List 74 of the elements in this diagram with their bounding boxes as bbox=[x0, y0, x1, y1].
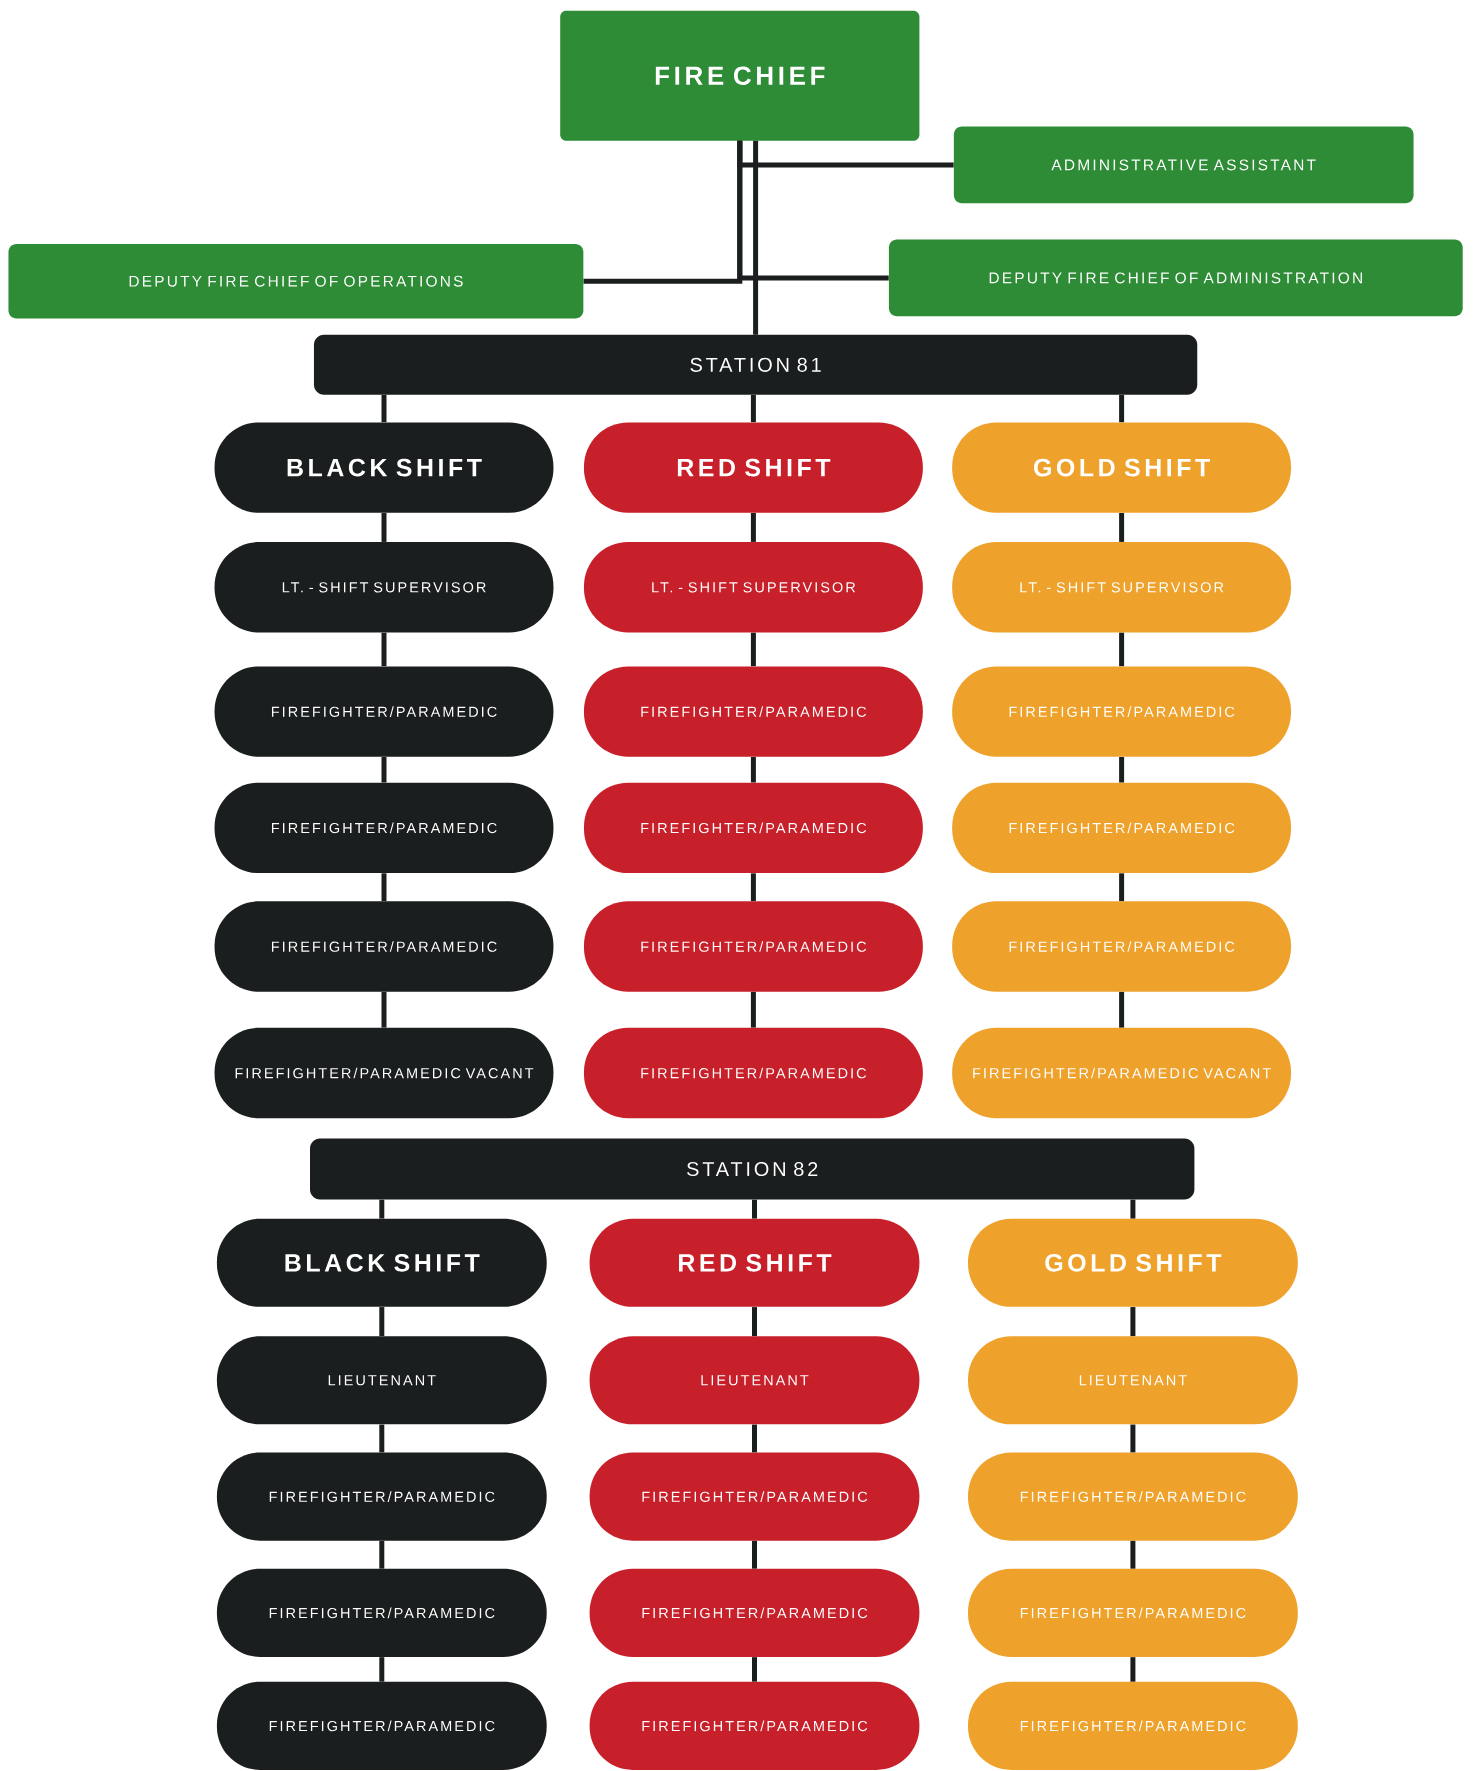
connector-line bbox=[381, 757, 387, 783]
connector-line bbox=[381, 394, 387, 423]
role-box: LT. - SHIFT SUPERVISOR bbox=[952, 542, 1292, 633]
connector-line bbox=[379, 1307, 385, 1337]
role-box: DEPUTY FIRE CHIEF OF OPERATIONS bbox=[8, 243, 584, 319]
connector-line bbox=[1119, 394, 1125, 423]
role-box: FIREFIGHTER/PARAMEDIC bbox=[583, 666, 923, 757]
connector-line bbox=[381, 873, 387, 902]
shift-box: BLACK SHIFT bbox=[216, 1218, 547, 1307]
role-box: FIREFIGHTER/PARAMEDIC bbox=[589, 1681, 920, 1770]
connector-line bbox=[1119, 757, 1125, 783]
role-box: FIREFIGHTER/PARAMEDIC bbox=[216, 1681, 547, 1770]
role-box: LT. - SHIFT SUPERVISOR bbox=[214, 542, 554, 633]
role-box: FIREFIGHTER/PARAMEDIC VACANT bbox=[214, 1027, 554, 1119]
role-box: FIREFIGHTER/PARAMEDIC bbox=[214, 666, 554, 757]
connector-line bbox=[379, 1540, 385, 1569]
role-box: FIREFIGHTER/PARAMEDIC bbox=[216, 1568, 547, 1657]
role-box: FIREFIGHTER/PARAMEDIC bbox=[216, 1452, 547, 1541]
station-bar: STATION 82 bbox=[310, 1138, 1195, 1200]
connector-line bbox=[1130, 1424, 1136, 1453]
role-box: ADMINISTRATIVE ASSISTANT bbox=[953, 126, 1414, 204]
shift-box: RED SHIFT bbox=[583, 422, 923, 513]
connector-line bbox=[381, 632, 387, 667]
connector-line bbox=[750, 394, 756, 423]
role-box: FIREFIGHTER/PARAMEDIC bbox=[589, 1568, 920, 1657]
role-box: FIREFIGHTER/PARAMEDIC bbox=[583, 901, 923, 992]
connector-line bbox=[1130, 1540, 1136, 1569]
connector-line bbox=[752, 1657, 757, 1682]
role-box: FIREFIGHTER/PARAMEDIC bbox=[952, 666, 1292, 757]
role-box: LIEUTENANT bbox=[216, 1336, 547, 1425]
role-box: FIREFIGHTER/PARAMEDIC bbox=[214, 782, 554, 874]
shift-box: BLACK SHIFT bbox=[214, 422, 554, 513]
connector-line bbox=[1119, 991, 1125, 1028]
role-box: FIREFIGHTER/PARAMEDIC bbox=[214, 901, 554, 992]
role-box: DEPUTY FIRE CHIEF OF ADMINISTRATION bbox=[888, 239, 1463, 317]
role-box: FIREFIGHTER/PARAMEDIC bbox=[583, 1027, 923, 1119]
connector-line bbox=[750, 513, 756, 542]
connector-line bbox=[737, 140, 889, 281]
connector-line bbox=[379, 1424, 385, 1453]
role-box: FIREFIGHTER/PARAMEDIC bbox=[952, 901, 1292, 992]
role-box: LIEUTENANT bbox=[968, 1336, 1298, 1425]
station-bar: STATION 81 bbox=[313, 334, 1198, 395]
connector-line bbox=[381, 991, 387, 1028]
connector-line bbox=[753, 140, 759, 335]
connector-line bbox=[750, 632, 756, 667]
role-box: FIREFIGHTER/PARAMEDIC bbox=[968, 1568, 1298, 1657]
title-box: FIRE CHIEF bbox=[560, 10, 920, 141]
connector-line bbox=[1130, 1657, 1136, 1682]
connector-line bbox=[752, 1199, 757, 1219]
role-box: FIREFIGHTER/PARAMEDIC bbox=[583, 782, 923, 874]
connector-line bbox=[1119, 632, 1125, 667]
role-box: LIEUTENANT bbox=[589, 1336, 920, 1425]
connector-line bbox=[752, 1307, 757, 1337]
connector-line bbox=[381, 513, 387, 542]
shift-box: GOLD SHIFT bbox=[968, 1218, 1298, 1307]
role-box: FIREFIGHTER/PARAMEDIC bbox=[952, 782, 1292, 874]
connector-line bbox=[750, 991, 756, 1028]
connector-line bbox=[379, 1199, 385, 1219]
connector-line bbox=[752, 1424, 757, 1453]
connector-line bbox=[1130, 1199, 1136, 1219]
connector-line bbox=[750, 873, 756, 902]
connector-line bbox=[379, 1657, 385, 1682]
role-box: FIREFIGHTER/PARAMEDIC bbox=[589, 1452, 920, 1541]
shift-box: GOLD SHIFT bbox=[952, 422, 1292, 513]
role-box: FIREFIGHTER/PARAMEDIC bbox=[968, 1681, 1298, 1770]
role-box: FIREFIGHTER/PARAMEDIC VACANT bbox=[952, 1027, 1292, 1119]
role-box: FIREFIGHTER/PARAMEDIC bbox=[968, 1452, 1298, 1541]
connector-line bbox=[750, 757, 756, 783]
connector-line bbox=[752, 1540, 757, 1569]
connector-line bbox=[1130, 1307, 1136, 1337]
role-box: LT. - SHIFT SUPERVISOR bbox=[583, 542, 923, 633]
connector-line bbox=[1119, 513, 1125, 542]
shift-box: RED SHIFT bbox=[589, 1218, 920, 1307]
connector-line bbox=[1119, 873, 1125, 902]
